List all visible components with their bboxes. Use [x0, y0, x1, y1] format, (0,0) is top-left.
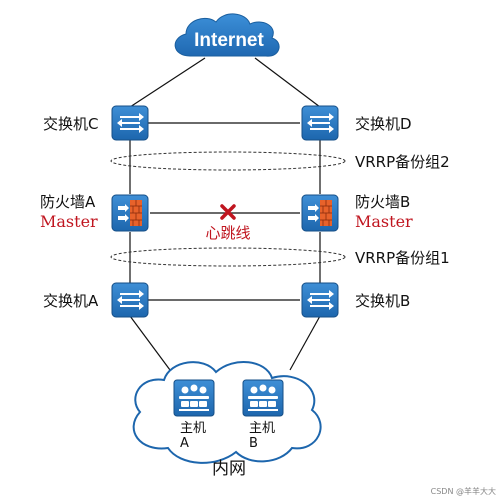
switch-d-label: 交换机D: [355, 115, 412, 133]
vrrp-group-2-label: VRRP备份组2: [355, 153, 450, 171]
firewall-a-role: Master: [40, 212, 98, 231]
heartbeat-label: 心跳线: [205, 224, 250, 242]
switch-arrows-icon: [117, 113, 144, 133]
internet-label: Internet: [194, 30, 264, 51]
switch-c-label: 交换机C: [43, 115, 98, 133]
watermark: CSDN @羊羊大大: [431, 486, 496, 496]
switch-b: [301, 282, 339, 318]
switch-arrows-icon: [307, 113, 334, 133]
switch-d: [301, 105, 339, 141]
firewall-a: [111, 194, 149, 232]
host-a-label-line1: 主机: [180, 421, 206, 436]
switch-a-label: 交换机A: [43, 292, 99, 310]
switch-c: [111, 105, 149, 141]
users-icon: [248, 384, 278, 411]
firewall-b: [301, 194, 339, 232]
host-b-label-line1: 主机: [249, 421, 275, 436]
firewall-a-label: 防火墙A: [40, 193, 96, 211]
switch-arrows-icon: [307, 290, 334, 310]
vrrp-group-1-label: VRRP备份组1: [355, 249, 450, 267]
vrrp-group-1-ellipse: [110, 247, 346, 267]
firewall-b-role: Master: [355, 212, 413, 231]
vrrp-group-2-ellipse: [110, 151, 346, 171]
host-a-label-line2: A: [180, 436, 189, 451]
link-internet-switch-c: [129, 57, 206, 108]
firewall-brick-icon: [118, 200, 142, 226]
link-internet-switch-d: [254, 57, 321, 108]
heartbeat-broken-icon: [220, 204, 236, 220]
internet-cloud: Internet: [174, 13, 280, 57]
switch-a: [111, 282, 149, 318]
link-switch-b-intranet: [289, 315, 321, 371]
link-switch-a-intranet: [129, 315, 171, 371]
intranet-cloud-icon: [132, 360, 322, 464]
switch-arrows-icon: [117, 290, 144, 310]
firewall-b-label: 防火墙B: [355, 193, 410, 211]
users-icon: [179, 384, 209, 411]
firewall-brick-icon: [308, 200, 332, 226]
switch-b-label: 交换机B: [355, 292, 410, 310]
intranet-label: 内网: [212, 459, 246, 479]
internet-cloud-icon: [174, 13, 280, 57]
host-b: [242, 379, 284, 417]
host-a: [173, 379, 215, 417]
host-b-label-line2: B: [249, 436, 258, 451]
